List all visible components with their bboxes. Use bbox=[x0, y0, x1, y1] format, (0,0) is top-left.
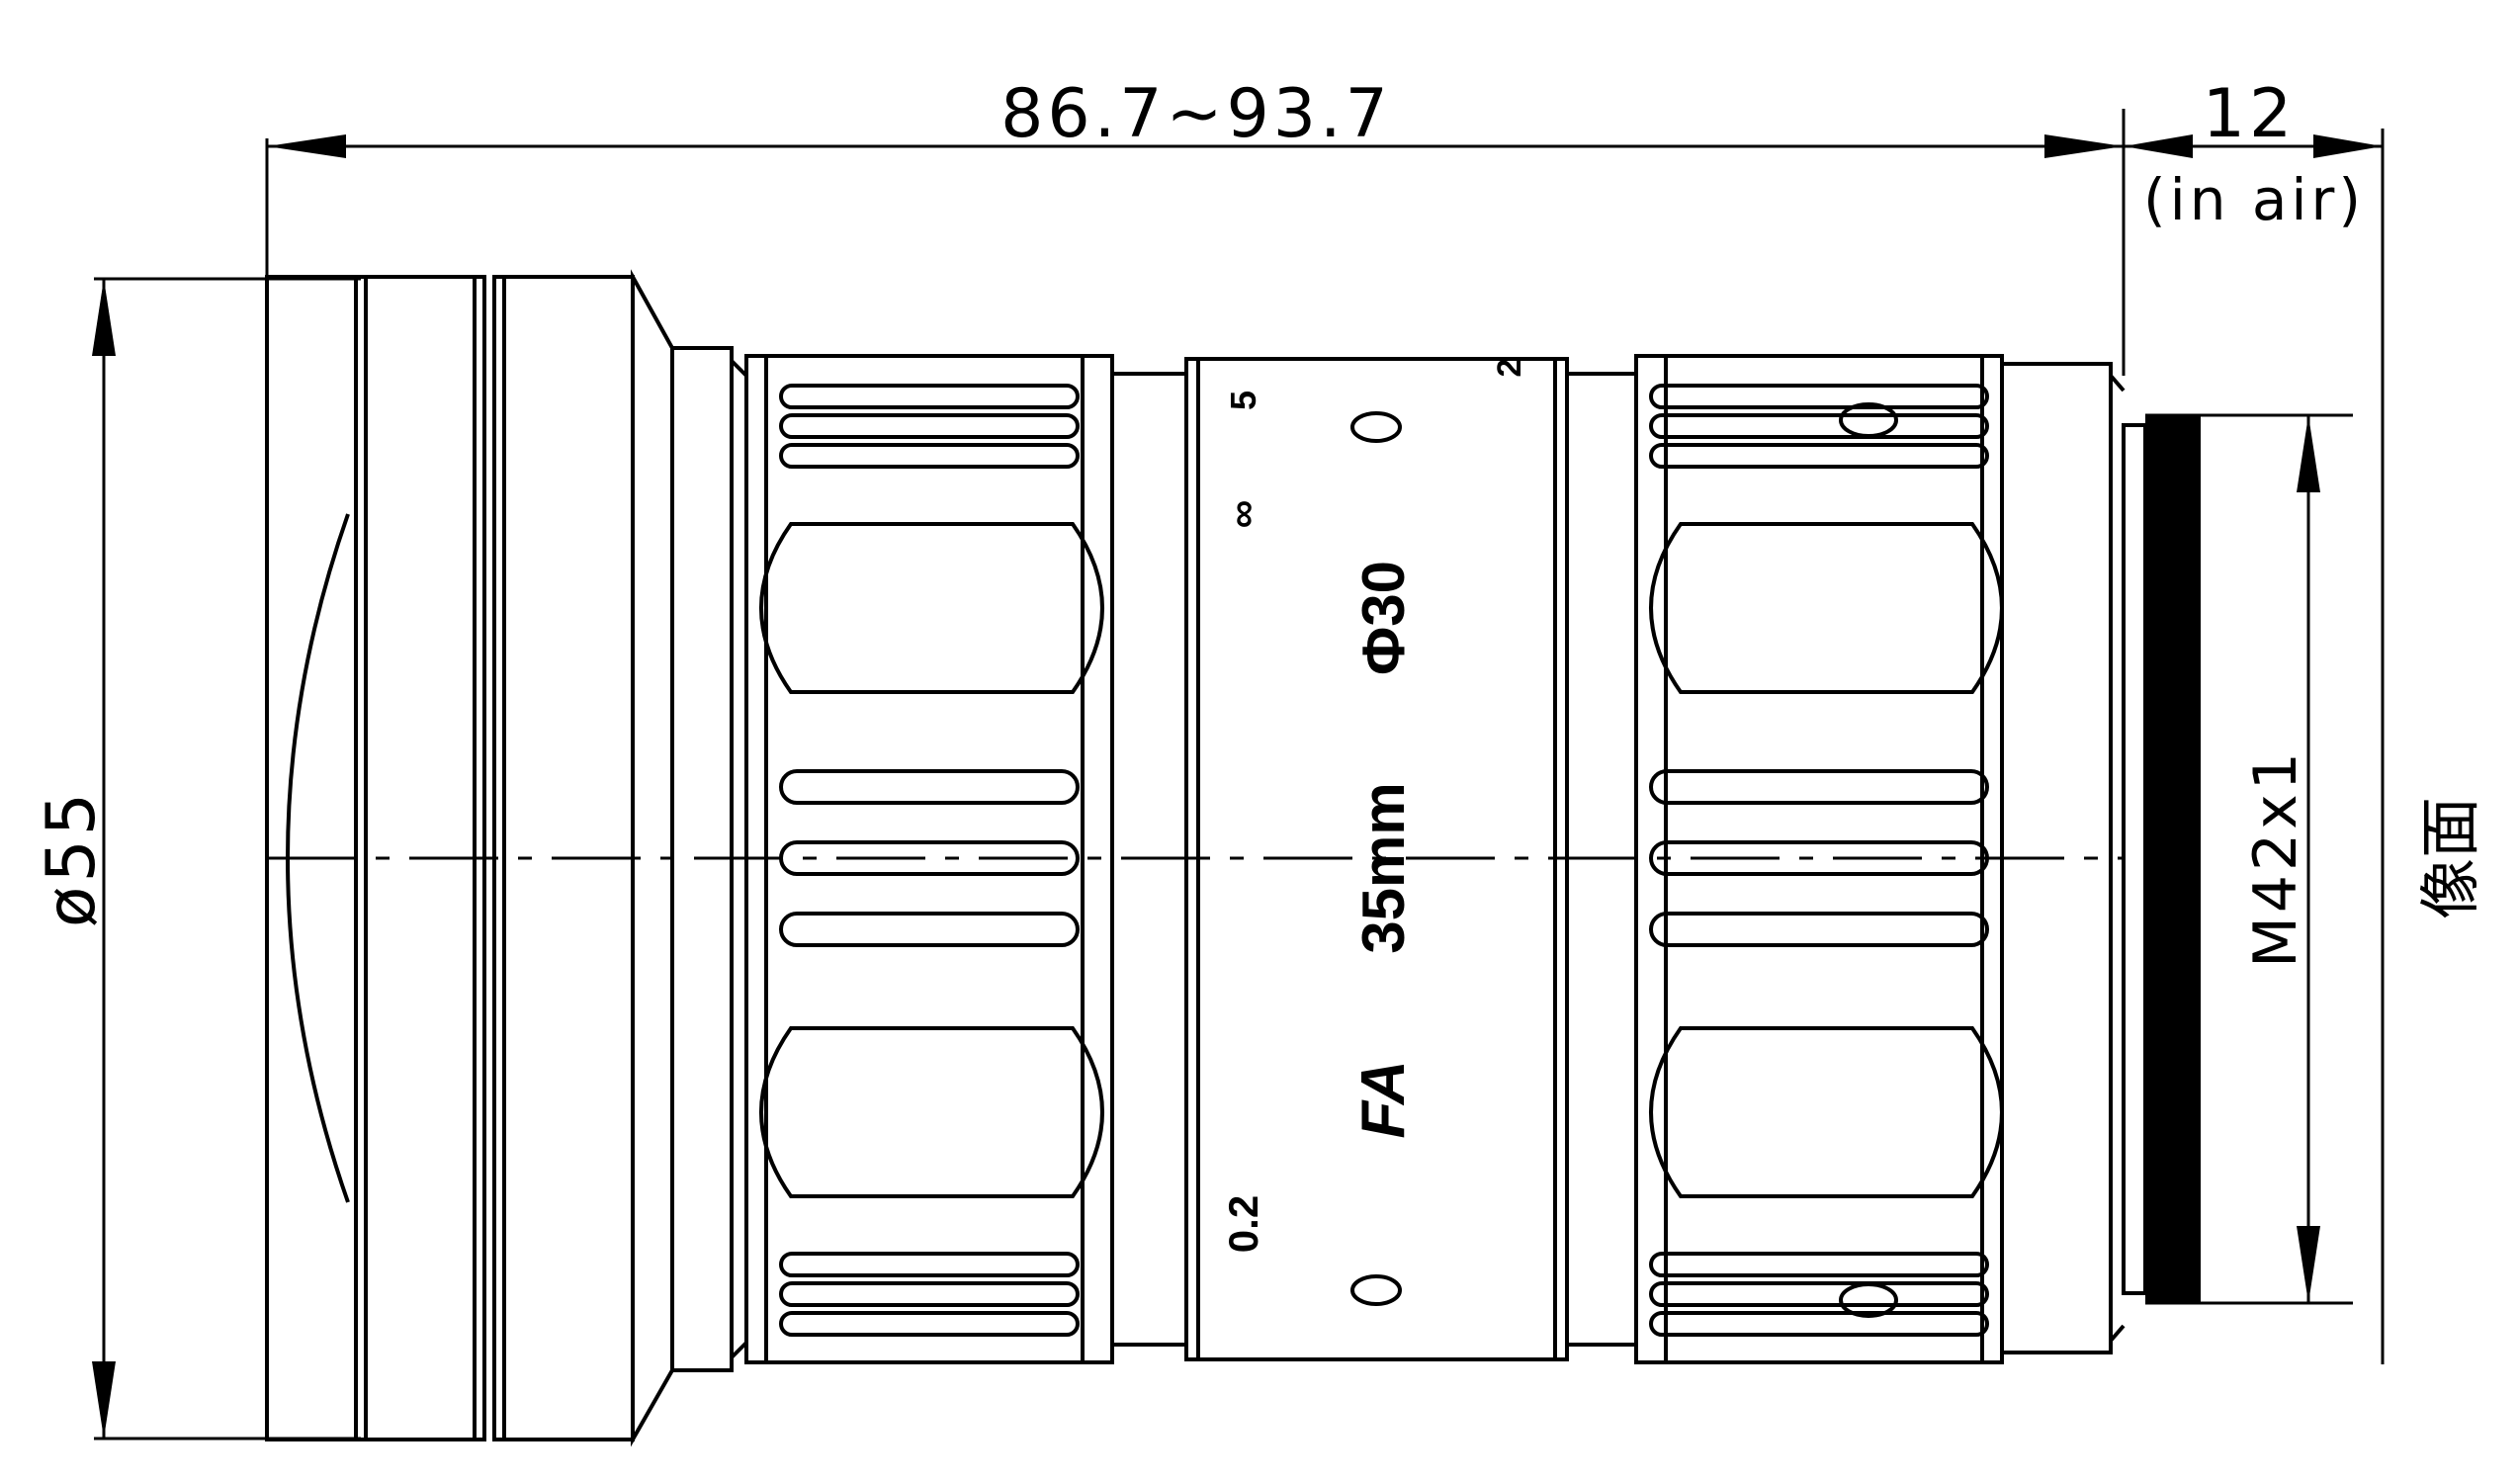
filter-size-label: Φ30 bbox=[1350, 561, 1417, 675]
distance-mark-infinity: ∞ bbox=[1221, 500, 1264, 529]
index-dot-top bbox=[1350, 411, 1402, 443]
mount-thread bbox=[2122, 413, 2215, 1305]
image-plane-marker: 像面 bbox=[2381, 692, 2486, 1018]
marking-band: 5 ∞ 2 Φ30 35mm FA 0.2 bbox=[1184, 357, 1569, 1361]
index-dot-bottom bbox=[1350, 1274, 1402, 1306]
front-barrel bbox=[265, 269, 748, 1447]
aperture-mark-5: 5 bbox=[1223, 391, 1263, 410]
focus-ring bbox=[744, 354, 1114, 1364]
lock-screw-top bbox=[1839, 402, 1898, 438]
lock-screw-bottom bbox=[1839, 1282, 1898, 1318]
back-focal-dimension: 12 (in air) bbox=[2124, 75, 2385, 1364]
back-focal-label: 12 bbox=[2203, 75, 2297, 153]
overall-length-label: 86.7~93.7 bbox=[1000, 75, 1392, 153]
rear-body bbox=[2000, 362, 2113, 1354]
back-focal-note: (in air) bbox=[2143, 166, 2365, 233]
image-plane-label: 像面 bbox=[2414, 797, 2486, 919]
diameter-label: ø55 bbox=[33, 789, 111, 927]
overall-length-dimension: 86.7~93.7 bbox=[265, 75, 2126, 376]
aperture-mark-2: 2 bbox=[1491, 359, 1528, 378]
mount-dimension: M42x1 bbox=[2205, 413, 2353, 1305]
mount-thread-label: M42x1 bbox=[2241, 748, 2310, 968]
series-label: FA bbox=[1349, 1060, 1418, 1138]
distance-mark-near: 0.2 bbox=[1220, 1195, 1266, 1253]
focal-length-label: 35mm bbox=[1350, 782, 1417, 953]
